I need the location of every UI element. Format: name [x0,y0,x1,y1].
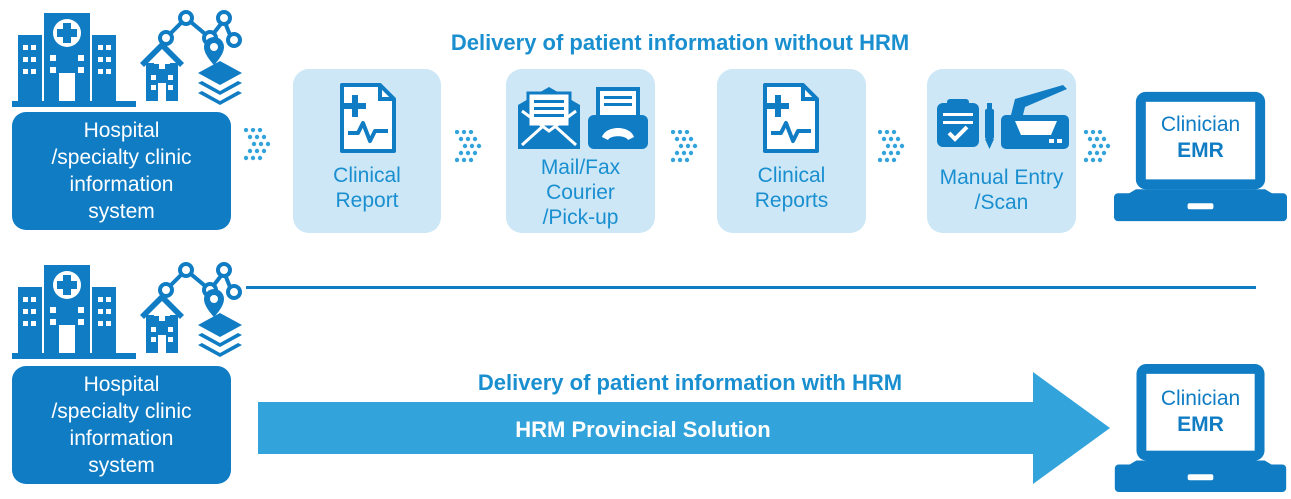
source-line3: information [69,173,174,196]
network-nodes-icon [158,262,242,300]
network-nodes-icon [158,10,242,48]
clinician-emr-bottom: Clinician EMR [1113,364,1288,499]
clinical-report-icon [340,83,396,153]
source-line4: system [88,200,155,223]
step-line: /Scan [974,191,1029,214]
step-line: Clinical [757,164,826,187]
clinician-emr-top: Clinician EMR [1113,90,1288,225]
emr-line2: EMR [1177,413,1224,436]
dotted-chevron-icon [455,130,482,163]
pen-icon [985,103,994,149]
dotted-chevron-icon [244,128,271,161]
hospital-building-icon [12,13,136,107]
emr-label: Clinician EMR [1113,112,1288,164]
source-line3: information [69,427,174,450]
step-label: Manual Entry /Scan [927,165,1076,215]
step-clinical-report: Clinical Report [293,69,441,233]
fax-machine-icon [588,87,648,149]
source-line4: system [88,454,155,477]
step-line: Report [335,189,399,212]
section-divider [246,286,1256,289]
emr-line1: Clinician [1160,113,1241,136]
step-manual-entry: Manual Entry /Scan [927,69,1076,233]
source-line1: Hospital [83,373,160,396]
dotted-chevron-icon [878,130,905,163]
hospital-building-icon [12,265,136,359]
emr-label: Clinician EMR [1113,386,1288,438]
hrm-solution-label: HRM Provincial Solution [515,417,771,442]
step-line: Mail/Fax [540,156,621,179]
emr-line2: EMR [1177,139,1224,162]
source-system-box-bottom: Hospital /specialty clinic information s… [12,366,231,484]
source-line2: /specialty clinic [51,146,192,169]
step-line: Courier [546,181,615,204]
clipboard-icon [937,99,979,147]
small-hospital-icon [140,293,184,353]
step-label: Mail/Fax Courier /Pick-up [506,155,655,230]
top-title: Delivery of patient information without … [450,30,910,55]
small-hospital-icon [140,41,184,101]
step-clinical-reports: Clinical Reports [717,69,866,233]
dotted-chevron-icon [671,130,698,163]
emr-line1: Clinician [1160,387,1241,410]
source-line2: /specialty clinic [51,400,192,423]
step-label: Clinical Report [293,163,441,213]
scanner-icon [1001,85,1069,149]
dotted-chevron-icon [1084,130,1111,163]
mail-fax-icons [518,87,648,149]
mail-envelope-icon [518,87,580,149]
step-label: Clinical Reports [717,163,866,213]
step-line: Clinical [333,164,401,187]
hospital-icon-group-top [12,10,242,107]
source-system-box-top: Hospital /specialty clinic information s… [12,112,231,230]
manual-entry-icons [937,85,1069,149]
source-line1: Hospital [83,119,160,142]
hrm-arrow [258,372,1110,484]
step-line: /Pick-up [542,206,619,229]
step-mail-fax: Mail/Fax Courier /Pick-up [506,69,655,233]
step-line: Reports [754,189,829,212]
bottom-title: Delivery of patient information with HRM [477,370,903,395]
step-line: Manual Entry [939,166,1064,189]
clinical-report-icon [763,83,819,153]
hospital-icon-group-bottom [12,262,242,359]
